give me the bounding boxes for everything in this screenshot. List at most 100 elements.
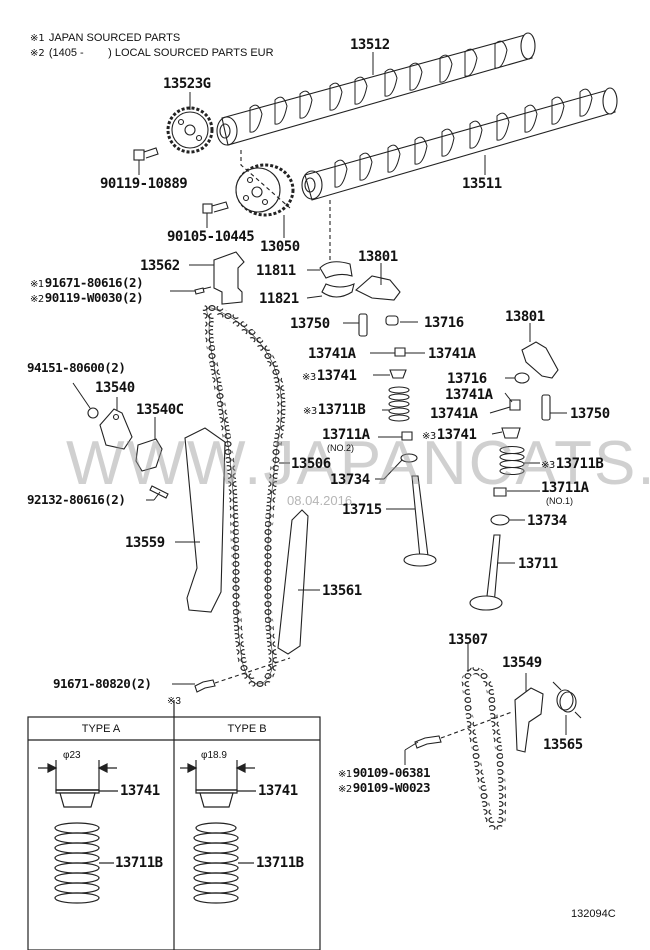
part-label-90119-w0030[interactable]: ※290119-W0030(2) xyxy=(30,290,144,305)
part-label-13559[interactable]: 13559 xyxy=(125,535,165,551)
chain-guide-13559 xyxy=(184,427,226,613)
part-number: 13711B xyxy=(317,402,366,418)
bolt-91671-80820 xyxy=(194,679,216,693)
part-label-13711a-no1[interactable]: 13711A xyxy=(541,480,589,496)
part-label-11811[interactable]: 11811 xyxy=(256,263,296,279)
washer-13734-lower xyxy=(490,514,510,526)
part-label-13549[interactable]: 13549 xyxy=(502,655,542,671)
part-label-13741a-left[interactable]: 13741A xyxy=(308,346,356,362)
marker-3-inset: ※3 xyxy=(167,696,181,707)
part-label-13562[interactable]: 13562 xyxy=(140,258,180,274)
part-label-13750-lower[interactable]: 13750 xyxy=(570,406,610,422)
part-label-13741a-lower2[interactable]: 13741A xyxy=(430,406,478,422)
lash-adjuster-13750-upper xyxy=(358,313,368,337)
cap-13716-lower xyxy=(514,372,530,384)
chain-slipper-13561 xyxy=(277,509,309,655)
part-label-13050[interactable]: 13050 xyxy=(260,239,300,255)
valve-spring-13711b-upper xyxy=(388,386,410,422)
timing-chain-13507 xyxy=(461,667,507,830)
keeper-13741a-upper xyxy=(394,347,406,357)
part-label-92132-80616[interactable]: 92132-80616(2) xyxy=(27,492,126,507)
part-number: 91671-80616(2) xyxy=(44,275,144,290)
inset-label-13741-b[interactable]: 13741 xyxy=(258,783,298,799)
part-label-13506[interactable]: 13506 xyxy=(291,456,331,472)
retainer-13741-lower xyxy=(501,427,521,439)
part-number: 90109-06381 xyxy=(352,765,431,780)
part-number: 13711B xyxy=(555,456,604,472)
washer-13734-upper xyxy=(400,453,418,463)
part-label-13741a-right[interactable]: 13741A xyxy=(428,346,476,362)
tensioner-arm-13549 xyxy=(514,687,544,753)
vvt-sprocket-13050 xyxy=(235,163,295,217)
part-label-13716-lower[interactable]: 13716 xyxy=(447,371,487,387)
part-number: 90119-W0030(2) xyxy=(44,290,144,305)
part-label-13512[interactable]: 13512 xyxy=(350,37,390,53)
inset-label-13741-a[interactable]: 13741 xyxy=(120,783,160,799)
part-label-91671-80616[interactable]: ※191671-80616(2) xyxy=(30,275,144,290)
part-label-13507[interactable]: 13507 xyxy=(448,632,488,648)
rocker-arm-13801-upper xyxy=(355,275,401,301)
part-label-13711[interactable]: 13711 xyxy=(518,556,558,572)
part-label-13715[interactable]: 13715 xyxy=(342,502,382,518)
part-label-94151-80600[interactable]: 94151-80600(2) xyxy=(27,360,126,375)
date-stamp: 08.04.2016 xyxy=(287,493,353,508)
bearing-11821 xyxy=(321,283,355,298)
part-label-13523g[interactable]: 13523G xyxy=(163,76,211,92)
part-label-11821[interactable]: 11821 xyxy=(259,291,299,307)
part-number: 90109-W0023 xyxy=(352,780,431,795)
retainer-13741-upper xyxy=(389,369,407,379)
seal-13711a-no1 xyxy=(493,487,507,497)
spring-type-a xyxy=(54,822,100,904)
part-label-13565[interactable]: 13565 xyxy=(543,737,583,753)
part-label-13734-upper[interactable]: 13734 xyxy=(330,472,370,488)
part-label-90105-10445[interactable]: 90105-10445 xyxy=(167,229,255,245)
part-label-13711b-upper[interactable]: ※313711B xyxy=(303,402,366,418)
marker-3: ※3 xyxy=(541,460,555,471)
part-label-13741-lower[interactable]: ※313741 xyxy=(422,427,477,443)
marker-2: ※2 xyxy=(30,294,44,305)
part-label-13511[interactable]: 13511 xyxy=(462,176,502,192)
note-text-2: (1405 - ) LOCAL SOURCED PARTS EUR xyxy=(48,47,274,59)
part-label-13741a-lower1[interactable]: 13741A xyxy=(445,387,493,403)
marker-3: ※3 xyxy=(302,372,316,383)
part-label-13750-upper[interactable]: 13750 xyxy=(290,316,330,332)
valve-13711 xyxy=(469,534,503,611)
valve-13715 xyxy=(403,475,437,567)
diameter-type-a: φ23 xyxy=(63,750,81,761)
part-number: 13741 xyxy=(316,368,357,384)
tensioner-13540 xyxy=(99,408,133,450)
bolt-91671-80616 xyxy=(194,286,212,295)
spring-type-b xyxy=(193,822,239,904)
part-label-13711a-no2[interactable]: 13711A xyxy=(322,427,370,443)
part-label-13801-upper[interactable]: 13801 xyxy=(358,249,398,265)
sprocket-13523g xyxy=(166,106,214,154)
marker-2: ※2 xyxy=(338,784,352,795)
part-number: 13741 xyxy=(436,427,477,443)
part-label-13741-upper[interactable]: ※313741 xyxy=(302,368,357,384)
bolt-90105-10445 xyxy=(202,201,229,214)
marker-3: ※3 xyxy=(303,406,317,417)
part-label-13540c[interactable]: 13540C xyxy=(136,402,184,418)
part-label-90109-06381[interactable]: ※190109-06381 xyxy=(338,765,431,780)
part-label-13540[interactable]: 13540 xyxy=(95,380,135,396)
part-label-13711b-lower[interactable]: ※313711B xyxy=(541,456,604,472)
torsion-spring-13565 xyxy=(552,681,582,719)
type-inset-box xyxy=(27,700,321,950)
part-label-13716-upper[interactable]: 13716 xyxy=(424,315,464,331)
part-label-13561[interactable]: 13561 xyxy=(322,583,362,599)
watermark: WWW.JAPANCATS.RU xyxy=(66,429,650,498)
part-label-90119-10889[interactable]: 90119-10889 xyxy=(100,176,188,192)
part-label-90109-w0023[interactable]: ※290109-W0023 xyxy=(338,780,431,795)
inset-label-13711b-b[interactable]: 13711B xyxy=(256,855,304,871)
note-local-sourced: ※2 (1405 - ) LOCAL SOURCED PARTS EUR xyxy=(30,47,274,59)
valve-spring-13711b-lower xyxy=(499,445,525,476)
marker-1: ※1 xyxy=(30,279,44,290)
part-label-91671-80820[interactable]: 91671-80820(2) xyxy=(53,676,152,691)
keeper-13741a-lower xyxy=(509,399,521,411)
note-japan-sourced: ※1 JAPAN SOURCED PARTS xyxy=(30,32,180,44)
inset-label-13711b-a[interactable]: 13711B xyxy=(115,855,163,871)
camshaft-13511 xyxy=(301,87,618,201)
part-label-13734-lower[interactable]: 13734 xyxy=(527,513,567,529)
part-label-13801-lower[interactable]: 13801 xyxy=(505,309,545,325)
